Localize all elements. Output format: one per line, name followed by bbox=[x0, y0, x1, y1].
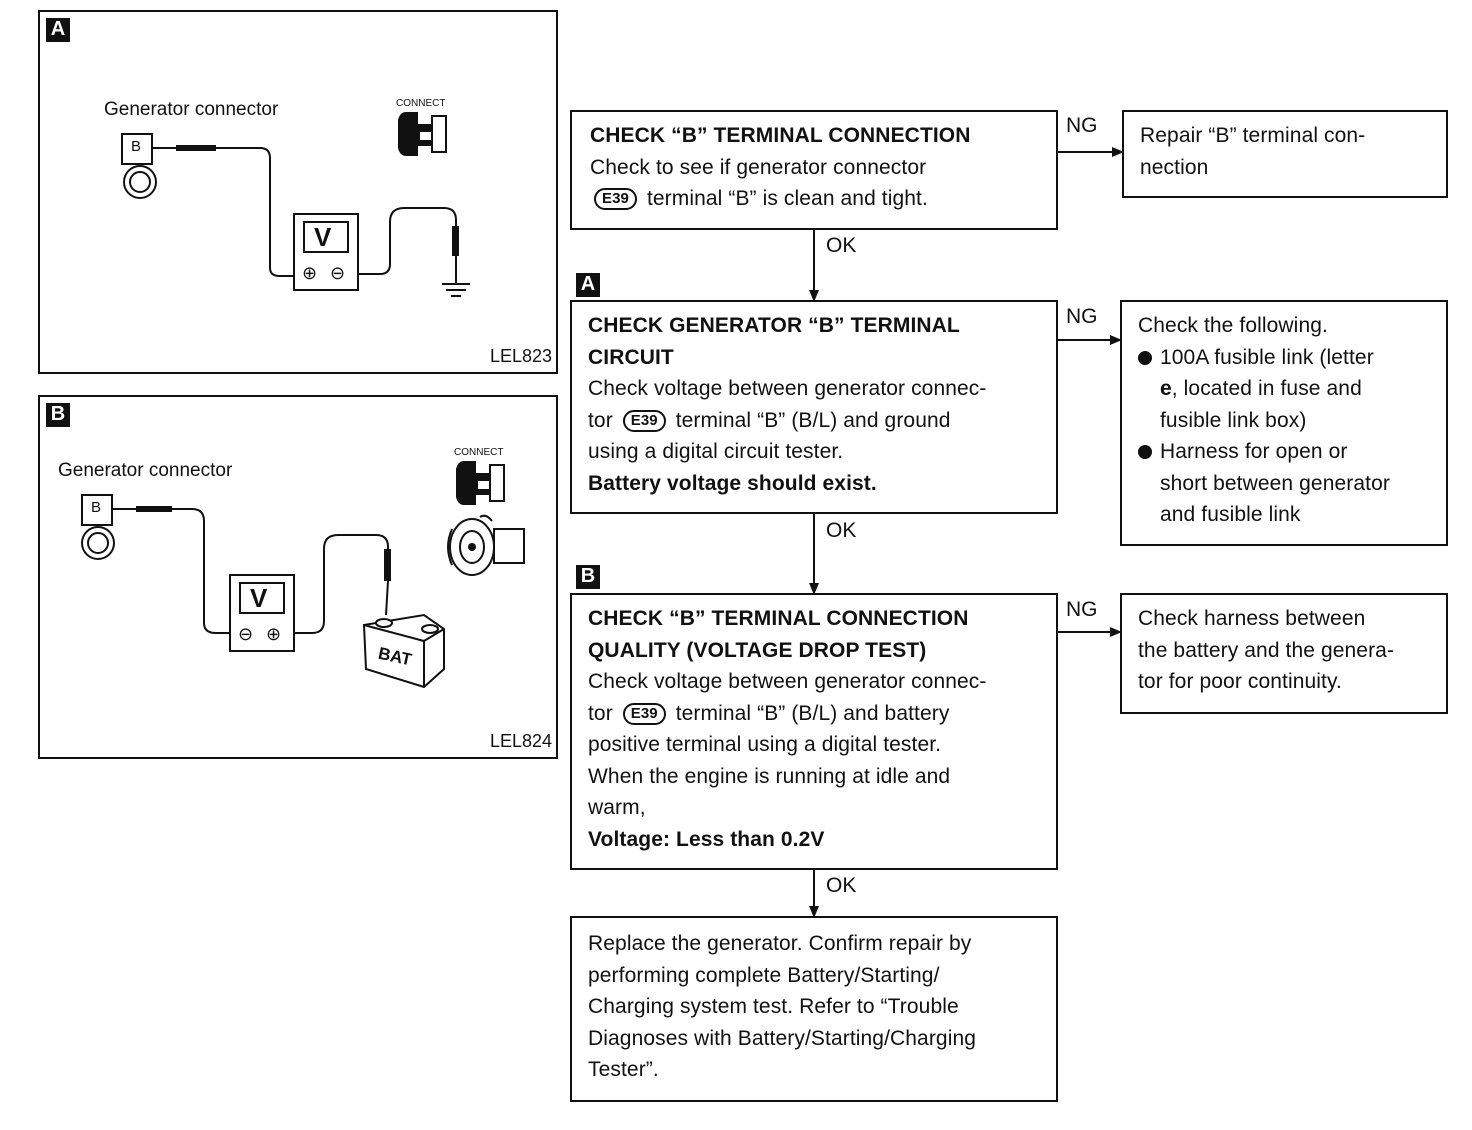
step4-line4: Diagnoses with Battery/Starting/Charging bbox=[588, 1026, 977, 1050]
step3-title1: CHECK “B” TERMINAL CONNECTION bbox=[588, 607, 969, 630]
step4-line5: Tester”. bbox=[588, 1058, 659, 1081]
step1-ok-label: OK bbox=[826, 234, 857, 257]
step2-ng-box: Check the following. 100A fusible link (… bbox=[1120, 300, 1448, 546]
step4-line3: Charging system test. Refer to “Trouble bbox=[588, 995, 959, 1018]
fusible-link-letter: e bbox=[1160, 377, 1172, 400]
step4-line1: Replace the generator. Confirm repair by bbox=[588, 932, 972, 955]
step2-ok-label: OK bbox=[826, 519, 857, 542]
diagram-b-meter-label: V bbox=[250, 583, 268, 613]
step3-line2-wrap: tor E39 terminal “B” (B/L) and battery bbox=[588, 698, 1056, 730]
step3-line5: warm, bbox=[588, 796, 646, 819]
step2-line2a: tor bbox=[588, 408, 613, 432]
diagram-a-minus: ⊖ bbox=[330, 263, 346, 283]
step1-title: CHECK “B” TERMINAL CONNECTION bbox=[590, 124, 971, 147]
diagram-b-code: LEL824 bbox=[490, 731, 553, 751]
diagram-a-wiring bbox=[121, 112, 470, 297]
diagram-b-terminal-label: B bbox=[91, 499, 102, 516]
step3-ng-line1: Check harness between bbox=[1138, 607, 1366, 630]
diagram-a-connect-label: CONNECT bbox=[396, 98, 446, 109]
step2-ng-intro: Check the following. bbox=[1138, 314, 1328, 337]
step1-line1: Check to see if generator connector bbox=[590, 155, 927, 179]
bullet-dot bbox=[1138, 350, 1152, 365]
bullet-dot bbox=[1138, 445, 1152, 459]
step2-line2-wrap: tor E39 terminal “B” (B/L) and ground bbox=[588, 405, 1056, 437]
step2-ng-b2-line1: Harness for open or bbox=[1160, 440, 1348, 463]
step2-ng-bullet2: Harness for open or short between genera… bbox=[1138, 436, 1446, 531]
diagram-b-wiring bbox=[81, 461, 525, 689]
step2-result: Battery voltage should exist. bbox=[588, 471, 877, 495]
step2-title2: CIRCUIT bbox=[588, 345, 674, 369]
step2-ng-label: NG bbox=[1066, 305, 1098, 328]
diagram-b-tag: B bbox=[46, 403, 70, 427]
step3-ng-line2: the battery and the genera- bbox=[1138, 638, 1395, 662]
step1-box: CHECK “B” TERMINAL CONNECTION Check to s… bbox=[570, 110, 1058, 230]
diagram-b-minus: ⊖ bbox=[238, 624, 254, 644]
step3-box: CHECK “B” TERMINAL CONNECTION QUALITY (V… bbox=[570, 593, 1058, 870]
step1-ng-line1: Repair “B” terminal con- bbox=[1140, 124, 1366, 147]
step2-ng-b2-line2: short between generator bbox=[1160, 471, 1390, 495]
diagram-a-meter-label: V bbox=[314, 222, 332, 252]
step3-ok-label: OK bbox=[826, 874, 857, 897]
connector-e39-badge: E39 bbox=[594, 188, 637, 210]
diagram-b-caption: Generator connector bbox=[58, 460, 233, 481]
diagram-a-tag: A bbox=[46, 18, 70, 42]
step2-ng-b1-line2: e, located in fuse and bbox=[1160, 373, 1446, 405]
step1-ng-label: NG bbox=[1066, 114, 1098, 137]
diagram-b-plus: ⊕ bbox=[266, 624, 282, 644]
step1-line2: terminal “B” is clean and tight. bbox=[646, 187, 928, 210]
step1-ng-line2: nection bbox=[1140, 155, 1209, 179]
step2-ng-b1-line2-rest: , located in fuse and bbox=[1171, 377, 1362, 400]
step1-line2-wrap: E39 terminal “B” is clean and tight. bbox=[590, 183, 1056, 215]
step2-tag: A bbox=[576, 273, 600, 297]
step2-ng-bullet1: 100A fusible link (letter e, located in … bbox=[1138, 342, 1446, 437]
step3-line4: When the engine is running at idle and bbox=[588, 764, 951, 788]
step2-line3: using a digital circuit tester. bbox=[588, 440, 844, 463]
step3-line2a: tor bbox=[588, 701, 613, 725]
step2-line1: Check voltage between generator connec- bbox=[588, 377, 987, 400]
step3-title2: QUALITY (VOLTAGE DROP TEST) bbox=[588, 638, 927, 662]
step3-ng-label: NG bbox=[1066, 598, 1098, 621]
step3-ng-line3: tor for poor continuity. bbox=[1138, 670, 1342, 693]
step2-title1: CHECK GENERATOR “B” TERMINAL bbox=[588, 314, 960, 337]
step2-ng-b1-line3: fusible link box) bbox=[1160, 408, 1307, 432]
step3-tag: B bbox=[576, 565, 600, 589]
diagram-b-connect-label: CONNECT bbox=[454, 447, 504, 458]
diagram-b-panel: B Generator connector CONNECT B V ⊖ ⊕ BA… bbox=[38, 395, 558, 759]
diagram-a-terminal-label: B bbox=[131, 138, 142, 155]
step3-line2b: terminal “B” (B/L) and battery bbox=[675, 701, 950, 725]
step2-ng-b2-line3: and fusible link bbox=[1160, 503, 1301, 526]
step4-box: Replace the generator. Confirm repair by… bbox=[570, 916, 1058, 1102]
connector-e39-badge: E39 bbox=[622, 702, 666, 725]
step3-ng-box: Check harness between the battery and th… bbox=[1120, 593, 1448, 714]
diagram-a-code: LEL823 bbox=[490, 346, 553, 366]
step3-line1: Check voltage between generator connec- bbox=[588, 670, 987, 693]
step2-line2b: terminal “B” (B/L) and ground bbox=[675, 408, 951, 432]
connector-e39-badge: E39 bbox=[622, 409, 666, 432]
diagram-a-plus: ⊕ bbox=[302, 263, 318, 283]
step3-line3: positive terminal using a digital tester… bbox=[588, 733, 942, 756]
step1-ng-box: Repair “B” terminal con- nection bbox=[1122, 110, 1448, 198]
diagram-a-panel: A Generator connector CONNECT B V ⊕ ⊖ LE… bbox=[38, 10, 558, 374]
step2-box: CHECK GENERATOR “B” TERMINAL CIRCUIT Che… bbox=[570, 300, 1058, 514]
diagram-a-caption: Generator connector bbox=[104, 99, 279, 120]
step3-result: Voltage: Less than 0.2V bbox=[588, 827, 825, 851]
step4-line2: performing complete Battery/Starting/ bbox=[588, 963, 940, 987]
step2-ng-b1-line1: 100A fusible link (letter bbox=[1160, 345, 1374, 369]
